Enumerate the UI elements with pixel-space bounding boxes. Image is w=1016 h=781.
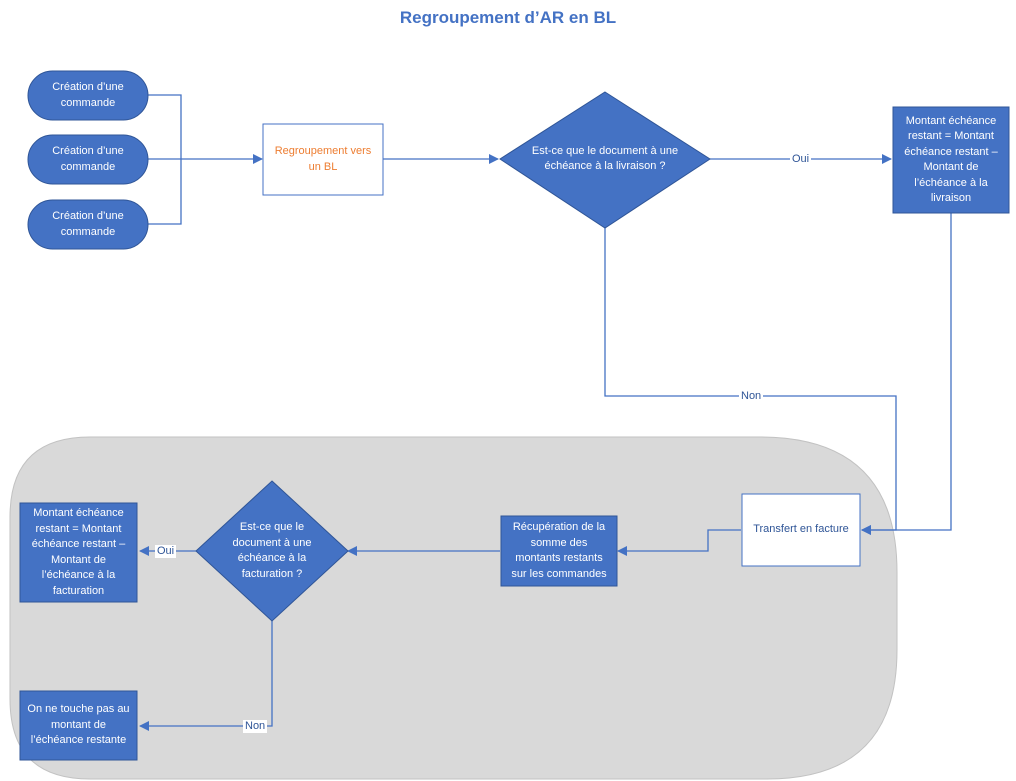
connector-transfert-to-recuperation [617, 529, 741, 556]
montant-facturation-shape [19, 502, 138, 603]
edge-label-oui-facturation: Oui [155, 545, 177, 558]
montant-livraison-shape [892, 106, 1010, 214]
ne-touche-pas-label: On ne touche pas au montant de l’échéanc… [27, 703, 130, 747]
connector-montant-to-transfert [861, 213, 952, 535]
commande-shape-1 [27, 70, 149, 121]
decision-livraison-label: Est-ce que le document à une échéance à … [531, 144, 679, 173]
regroupement-shape [262, 123, 384, 196]
commande-shape-3 [27, 199, 149, 250]
decision-facturation-label: Est-ce que le document à une échéance à … [232, 521, 312, 580]
decision-livraison-shape [499, 91, 711, 229]
edge-label-non-livraison: Non [739, 390, 764, 403]
connector-non-facturation [139, 621, 273, 731]
commande-label-2: Création d’une commande [52, 145, 124, 173]
commande-label-3: Création d’une commande [52, 210, 124, 238]
diagram-title: Regroupement d’AR en BL [399, 8, 617, 27]
recuperation-label: Récupération de la somme des montants re… [511, 521, 607, 580]
commande-label-1: Création d’une commande [52, 81, 124, 109]
recuperation-shape [500, 515, 618, 587]
montant-facturation-label: Montant échéance restant = Montant échéa… [31, 507, 126, 597]
montant-livraison-label: Montant échéance restant = Montant échéa… [904, 114, 998, 205]
decision-facturation-shape [195, 480, 349, 622]
commande-shape-2 [27, 134, 149, 185]
connector-commande1 [148, 94, 182, 159]
ne-touche-pas-shape [19, 690, 138, 761]
transfert-shape [741, 493, 861, 567]
connector-commande3 [148, 159, 182, 225]
transfert-label: Transfert en facture [753, 523, 849, 536]
regroupement-label: Regroupement vers un BL [274, 145, 372, 173]
edge-label-oui-livraison: Oui [790, 153, 812, 166]
edge-label-non-facturation: Non [243, 720, 268, 733]
facturation-group-area [9, 436, 898, 780]
